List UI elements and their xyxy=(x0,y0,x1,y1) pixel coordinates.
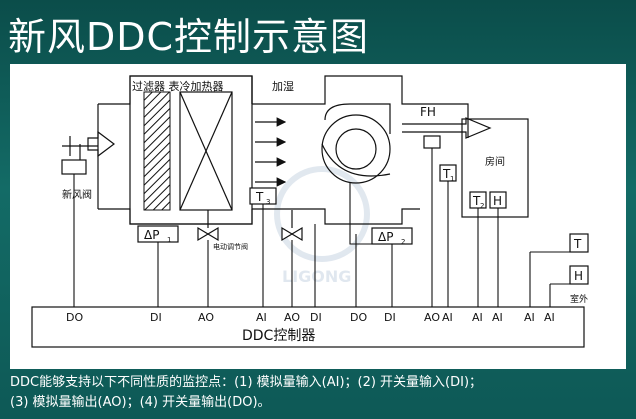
dp1-sensor-label: ΔP xyxy=(144,228,159,242)
h-outdoor-sensor-box xyxy=(569,265,589,285)
io-point-label: AO xyxy=(198,311,214,324)
page-title: 新风DDC控制示意图 xyxy=(8,15,370,59)
dp1-sensor-sub: 1 xyxy=(167,236,171,244)
coil-valve xyxy=(197,210,219,242)
room-label: 房间 xyxy=(485,155,505,168)
io-point-label: DO xyxy=(350,311,367,324)
h-room-sensor-label: H xyxy=(493,194,502,208)
ddc-schematic: LIGONG 过滤器 表冷加热器 加湿 xyxy=(31,75,589,348)
filter-cooler-heater-label: 过滤器 表冷加热器 xyxy=(132,79,224,93)
t2-sensor-label: T xyxy=(472,194,481,208)
io-point-label: AI xyxy=(472,311,483,324)
io-point-label: AI xyxy=(256,311,267,324)
t1-sensor-label: T xyxy=(442,167,451,181)
humidify-label: 加湿 xyxy=(272,80,294,93)
supply-air-arrow xyxy=(402,117,492,139)
fh-label: FH xyxy=(420,105,436,119)
supply-fan xyxy=(321,103,391,184)
t2-sensor-sub: 2 xyxy=(480,202,484,210)
fh-sensor-box xyxy=(423,135,441,149)
caption-line-2: (3) 模拟量输出(AO)；(4) 开关量输出(DO)。 xyxy=(10,395,271,410)
t1-sensor-sub: 1 xyxy=(450,175,454,183)
h-outdoor-sensor-label: H xyxy=(574,269,583,283)
t-outdoor-sensor-label: T xyxy=(573,237,582,251)
fresh-air-damper-label: 新风阀 xyxy=(62,188,92,201)
watermark-logo: LIGONG xyxy=(274,166,370,286)
valve-label: 电动调节阀 xyxy=(213,242,248,251)
humidifier-valve xyxy=(281,210,303,242)
filter-element xyxy=(143,91,171,211)
outdoor-label: 室外 xyxy=(570,293,588,305)
t3-sensor-sub: 3 xyxy=(266,198,270,206)
fresh-air-damper xyxy=(61,130,115,175)
dp2-sensor-sub: 2 xyxy=(401,238,405,246)
io-point-label: AO xyxy=(284,311,300,324)
io-point-label: DO xyxy=(66,311,83,324)
io-point-label: AI xyxy=(544,311,555,324)
ddc-controller-label: DDC控制器 xyxy=(242,328,315,344)
io-point-label: DI xyxy=(384,311,396,324)
diagram-panel: LIGONG 过滤器 表冷加热器 加湿 xyxy=(10,64,626,369)
io-point-label: AI xyxy=(442,311,453,324)
cooling-heating-coil xyxy=(179,91,233,211)
room-box xyxy=(461,118,529,218)
io-point-label: AO xyxy=(424,311,440,324)
watermark-text: LIGONG xyxy=(282,267,351,286)
io-point-label: AI xyxy=(524,311,535,324)
humidifier-arrows xyxy=(255,117,287,187)
ddc-controller-box xyxy=(31,306,585,348)
dp2-sensor-label: ΔP xyxy=(378,230,393,244)
caption: DDC能够支持以下不同性质的监控点：(1) 模拟量输入(AI)；(2) 开关量输… xyxy=(10,373,630,413)
t-outdoor-sensor-box xyxy=(569,233,589,253)
io-point-label: DI xyxy=(310,311,322,324)
t3-sensor-label: T xyxy=(255,190,264,204)
io-point-label: AI xyxy=(492,311,503,324)
caption-line-1: DDC能够支持以下不同性质的监控点：(1) 模拟量输入(AI)；(2) 开关量输… xyxy=(10,375,483,390)
wiring xyxy=(73,148,570,307)
io-point-label: DI xyxy=(150,311,162,324)
